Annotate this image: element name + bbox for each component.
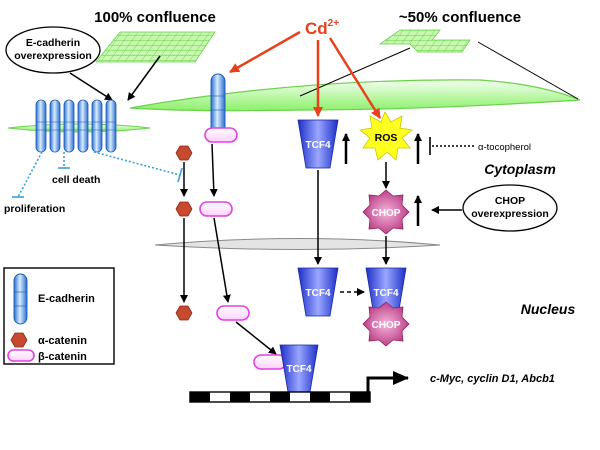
confluence-arrow xyxy=(127,55,161,101)
tcf4-cytoplasm xyxy=(297,119,339,169)
tcf4-nuclear-label: TCF4 xyxy=(306,288,331,299)
confluence-50-label: ~50% confluence xyxy=(399,9,521,26)
cytoplasm-label: Cytoplasm xyxy=(484,161,556,177)
chop-nuclear-label: CHOP xyxy=(372,320,401,331)
proliferation-label: proliferation xyxy=(4,203,65,215)
chop-nuclear xyxy=(362,301,410,347)
beta-catenin-bound xyxy=(204,127,238,143)
ros-label: ROS xyxy=(375,132,398,144)
chop-overexpression-line1: CHOP xyxy=(495,195,525,207)
alpha-catenin-free xyxy=(175,201,193,217)
beta-catenin-nuclear xyxy=(216,305,250,321)
confluent-cell-sheet-icon xyxy=(95,31,216,63)
legend-beta-catenin-icon xyxy=(7,349,35,362)
ecadherin-cluster xyxy=(35,99,117,153)
ecad-inhibition-lines xyxy=(12,151,183,198)
beta-catenin-on-dna xyxy=(253,354,287,370)
nucleus-label: Nucleus xyxy=(521,301,576,317)
membrane-ecadherin xyxy=(210,73,226,135)
plasma-membrane xyxy=(129,79,581,112)
beta-to-complex-arrow xyxy=(235,321,277,355)
cadmium-label: Cd2+ xyxy=(305,18,339,38)
chop-cytoplasm xyxy=(362,189,410,235)
membrane-callout-line-right xyxy=(477,41,579,100)
nuclear-envelope xyxy=(154,238,441,250)
confluence-100-label: 100% confluence xyxy=(94,9,216,26)
legend-beta-catenin-label: β-catenin xyxy=(38,351,87,363)
ecad-overexp-arrow xyxy=(69,72,113,101)
tcf4-cytoplasm-label: TCF4 xyxy=(306,140,331,151)
tcf4-complex-label: TCF4 xyxy=(374,288,399,299)
tcf4-dna-label: TCF4 xyxy=(287,364,312,375)
legend-alpha-catenin-icon xyxy=(10,332,28,348)
sparse-cell-sheet-icon xyxy=(378,29,471,53)
beta-catenin-free xyxy=(199,201,233,217)
target-genes-label: c-Myc, cyclin D1, Abcb1 xyxy=(430,373,555,385)
ecad-overexpression-line1: E-cadherin xyxy=(26,37,80,49)
beta-release-arrow xyxy=(209,143,218,197)
chop-overexpression-line2: overexpression xyxy=(471,208,549,220)
ros-burst xyxy=(359,111,413,161)
legend-alpha-catenin-label: α-catenin xyxy=(38,335,87,347)
cell-death-label: cell death xyxy=(52,174,100,186)
ecad-overexpression-line2: overexpression xyxy=(14,50,92,62)
chop-cytoplasm-label: CHOP xyxy=(372,208,401,219)
cd-to-ros-arrow xyxy=(328,37,382,119)
legend-ecadherin-icon xyxy=(13,273,28,325)
ecad-overexpression-ellipse xyxy=(5,26,101,74)
legend: E-cadherin α-catenin β-catenin xyxy=(3,267,115,365)
alpha-catenin-bound xyxy=(175,145,193,161)
legend-ecadherin-label: E-cadherin xyxy=(38,293,95,305)
dna-strand xyxy=(189,391,371,403)
chop-overexpression-ellipse xyxy=(462,184,558,232)
alpha-tocopherol-label: α-tocopherol xyxy=(478,142,531,153)
beta-to-nucleus-arrow xyxy=(213,217,231,303)
tcf4-nuclear xyxy=(297,267,339,317)
cd-to-ecadherin-arrow xyxy=(229,30,301,74)
transcription-start-arrow xyxy=(366,371,409,393)
alpha-catenin-nuclear xyxy=(175,305,193,321)
